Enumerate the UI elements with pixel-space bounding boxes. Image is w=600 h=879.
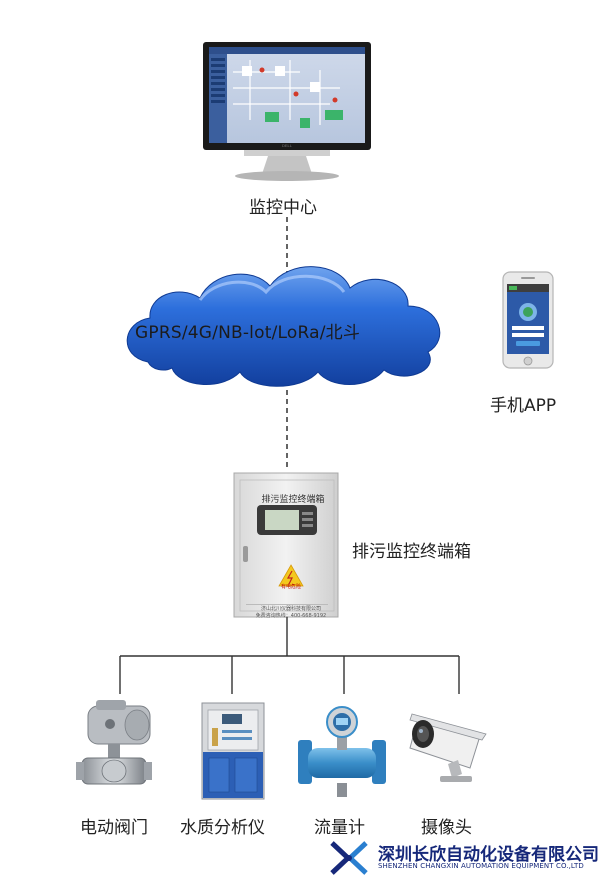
changxin-logo-icon bbox=[330, 841, 368, 875]
terminal-cabinet-icon bbox=[233, 472, 339, 618]
device-label-electric-valve: 电动阀门 bbox=[80, 818, 148, 838]
device-label-flowmeter: 流量计 bbox=[314, 818, 365, 838]
camera-icon bbox=[409, 713, 487, 782]
cabinet-warning-label: 有电危险 bbox=[280, 584, 301, 590]
monitor-icon bbox=[203, 42, 371, 181]
mobile-app-label: 手机APP bbox=[490, 396, 557, 416]
brand-name-en: SHENZHEN CHANGXIN AUTOMATION EQUIPMENT C… bbox=[378, 862, 584, 870]
cabinet-company-info: 济山北川仪器科技有限公司 免费咨询热线：400-668-9192 bbox=[246, 606, 336, 620]
brand-name-cn: 深圳长欣自动化设备有限公司 bbox=[378, 845, 599, 865]
monitor-brand: DELL bbox=[282, 143, 293, 148]
smartphone-icon bbox=[502, 271, 554, 369]
cabinet-nameplate: 排污监控终端箱 bbox=[261, 495, 325, 505]
monitor-center-label: 监控中心 bbox=[249, 198, 317, 218]
cabinet-hotline: 免费咨询热线：400-668-9192 bbox=[255, 613, 327, 619]
terminal-box-label: 排污监控终端箱 bbox=[352, 542, 471, 562]
electric-valve-icon bbox=[76, 700, 152, 785]
cabinet-company-line: 济山北川仪器科技有限公司 bbox=[260, 606, 321, 612]
network-label: GPRS/4G/NB-lot/LoRa/北斗 bbox=[135, 323, 361, 343]
cloud-icon bbox=[126, 266, 441, 387]
bus-line bbox=[119, 617, 460, 694]
device-label-camera: 摄像头 bbox=[421, 818, 472, 838]
flowmeter-icon bbox=[298, 706, 386, 797]
device-label-water-analyzer: 水质分析仪 bbox=[180, 818, 265, 838]
water-quality-analyzer-icon bbox=[201, 702, 265, 800]
